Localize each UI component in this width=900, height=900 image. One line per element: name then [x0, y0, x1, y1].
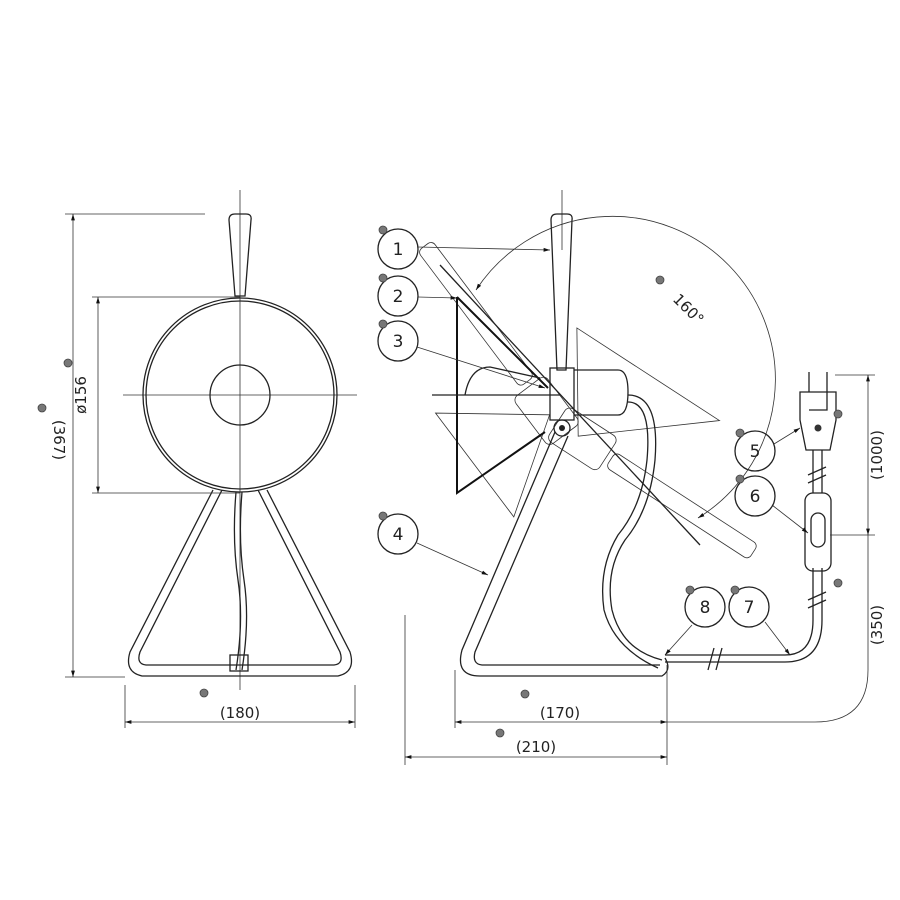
svg-text:1: 1 [393, 240, 404, 260]
front-shade-outer [142, 297, 338, 493]
plug-prongs [808, 372, 828, 411]
front-cord-clip [229, 654, 249, 672]
callouts: 1 2 3 4 5 6 7 8 [377, 228, 809, 656]
side-view: 160° (170) (210) (1000) (350) [404, 190, 886, 765]
svg-text:3: 3 [393, 332, 404, 352]
tilt-axis-line [439, 264, 701, 546]
side-cord [601, 394, 663, 669]
svg-text:4: 4 [393, 525, 404, 545]
dim-width-label: (180) [220, 704, 260, 722]
svg-text:5: 5 [750, 442, 761, 462]
dim-base-label: (170) [540, 704, 580, 722]
dim-diameter-label: ø156 [72, 376, 90, 414]
dim-cord-switch-line [667, 535, 869, 723]
ghost-lamp-tilted-up [419, 242, 579, 518]
callout-4: 4 [377, 513, 419, 555]
callout-3: 3 [377, 320, 419, 362]
front-shade-center [209, 364, 271, 426]
front-base-outer [127, 489, 353, 677]
callout-5: 5 [734, 430, 776, 472]
callout-8: 8 [684, 586, 726, 628]
inline-switch [804, 492, 832, 572]
callout-1: 1 [377, 228, 419, 270]
front-shade-rim [145, 300, 335, 490]
callout-6: 6 [734, 475, 776, 517]
front-handle [228, 213, 252, 297]
callout-2: 2 [377, 275, 419, 317]
side-base-frame [459, 431, 669, 677]
side-handle [550, 213, 573, 371]
front-view: (367) ø156 (180) [50, 190, 357, 728]
switch-slider [810, 512, 826, 548]
svg-text:7: 7 [744, 598, 755, 618]
front-base-inner [138, 489, 342, 666]
dim-cord-switch-label: (350) [868, 605, 886, 645]
dim-total-label: (210) [516, 738, 556, 756]
side-lamp-body [574, 369, 629, 416]
angle-arc [475, 215, 776, 519]
side-bracket [549, 367, 575, 421]
dim-cord-plug-label: (1000) [868, 430, 886, 480]
svg-text:2: 2 [393, 287, 404, 307]
dim-height-label: (367) [50, 420, 68, 460]
side-bulb [464, 366, 541, 396]
svg-text:6: 6 [750, 487, 761, 507]
svg-text:8: 8 [700, 598, 711, 618]
power-plug [799, 391, 837, 451]
front-cord [233, 491, 248, 671]
annotation-markers [37, 225, 843, 738]
angle-label: 160° [669, 290, 707, 328]
callout-7: 7 [728, 586, 770, 628]
